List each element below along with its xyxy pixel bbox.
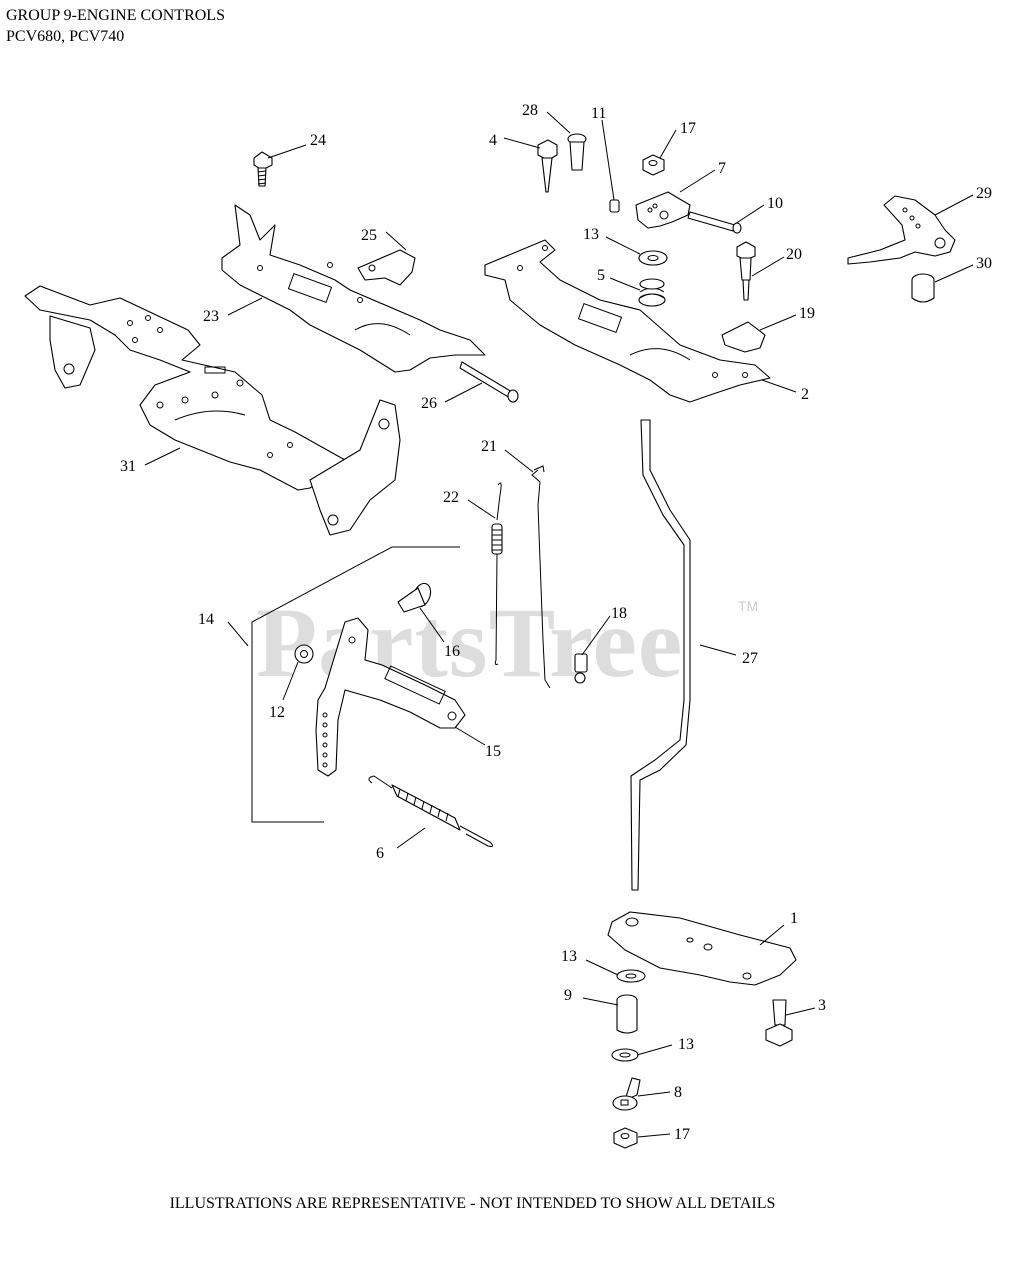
part-4-screw[interactable] <box>537 139 558 193</box>
part-2-bracket[interactable] <box>484 239 771 403</box>
callout-12: 12 <box>269 704 285 721</box>
part-13-washer-top[interactable] <box>638 250 668 266</box>
callout-1: 1 <box>790 910 798 927</box>
part-1-base-plate[interactable] <box>607 911 797 986</box>
part-19-clip[interactable] <box>721 321 766 353</box>
callout-13-top: 13 <box>583 226 599 243</box>
group-title: GROUP 9-ENGINE CONTROLS <box>6 7 225 24</box>
callout-30: 30 <box>976 255 992 272</box>
callout-7: 7 <box>718 160 726 177</box>
leader-lines <box>144 111 974 1138</box>
callout-27: 27 <box>742 650 758 667</box>
callout-17-low: 17 <box>674 1126 690 1143</box>
part-7-lever-plate[interactable] <box>635 191 691 229</box>
callout-16: 16 <box>444 643 460 660</box>
part-8-lever[interactable] <box>612 1077 641 1111</box>
part-5-spring[interactable] <box>638 278 666 307</box>
part-3-bolt[interactable] <box>765 999 793 1047</box>
part-13-washer-mid[interactable] <box>616 969 646 983</box>
callout-17-top: 17 <box>680 120 696 137</box>
callout-22: 22 <box>443 489 459 506</box>
part-13-washer-low[interactable] <box>611 1048 639 1062</box>
part-22-spring[interactable] <box>491 482 503 665</box>
part-28-bolt[interactable] <box>567 133 587 171</box>
callout-9: 9 <box>564 987 572 1004</box>
callout-15: 15 <box>485 743 501 760</box>
part-18-swivel[interactable] <box>574 653 588 684</box>
callout-31: 31 <box>120 458 136 475</box>
callout-28: 28 <box>522 102 538 119</box>
callout-14: 14 <box>198 611 214 628</box>
callout-10: 10 <box>767 195 783 212</box>
callout-2: 2 <box>801 386 809 403</box>
part-21-link-rod[interactable] <box>531 465 551 689</box>
part-29-lever[interactable] <box>847 195 956 265</box>
part-25-clip[interactable] <box>357 249 416 286</box>
part-17-nut-low[interactable] <box>613 1127 638 1149</box>
callout-21: 21 <box>481 438 497 455</box>
disclaimer-footer: ILLUSTRATIONS ARE REPRESENTATIVE - NOT I… <box>169 1195 776 1212</box>
part-24-bolt[interactable] <box>253 151 273 187</box>
callout-3: 3 <box>818 997 826 1014</box>
callout-26: 26 <box>421 395 437 412</box>
callout-18: 18 <box>611 605 627 622</box>
part-6-spring[interactable] <box>368 775 494 847</box>
part-15-lever-arm[interactable] <box>315 617 466 777</box>
part-20-bolt[interactable] <box>736 241 756 301</box>
callout-labels: 24 25 23 26 31 4 28 11 17 7 10 13 5 20 1… <box>120 102 992 1143</box>
callout-13-mid: 13 <box>561 948 577 965</box>
watermark-trademark: TM <box>738 598 759 614</box>
part-23-bracket[interactable] <box>221 204 486 373</box>
callout-5: 5 <box>597 267 605 284</box>
part-16-pin[interactable] <box>397 581 434 613</box>
callout-25: 25 <box>361 227 377 244</box>
part-17-nut-top[interactable] <box>642 154 665 176</box>
part-26-pin[interactable] <box>459 361 519 403</box>
subassembly-bracket-14 <box>251 546 460 823</box>
callout-13-low: 13 <box>678 1036 694 1053</box>
callout-6: 6 <box>376 845 384 862</box>
part-31-control-bracket[interactable] <box>24 285 401 536</box>
callout-8: 8 <box>674 1084 682 1101</box>
part-11-nut[interactable] <box>609 199 620 213</box>
page-header: GROUP 9-ENGINE CONTROLS PCV680, PCV740 <box>6 5 225 47</box>
callout-19: 19 <box>799 305 815 322</box>
callout-11: 11 <box>591 105 606 122</box>
callout-20: 20 <box>786 246 802 263</box>
part-27-control-rod[interactable] <box>630 419 691 891</box>
part-12-washer[interactable] <box>294 644 314 664</box>
part-30-bushing[interactable] <box>911 273 935 303</box>
part-9-bushing[interactable] <box>616 994 638 1034</box>
callout-29: 29 <box>976 185 992 202</box>
callout-24: 24 <box>310 132 326 149</box>
callout-23: 23 <box>203 308 219 325</box>
part-10-pin[interactable] <box>687 211 742 234</box>
model-numbers: PCV680, PCV740 <box>6 28 125 45</box>
callout-4: 4 <box>489 132 497 149</box>
